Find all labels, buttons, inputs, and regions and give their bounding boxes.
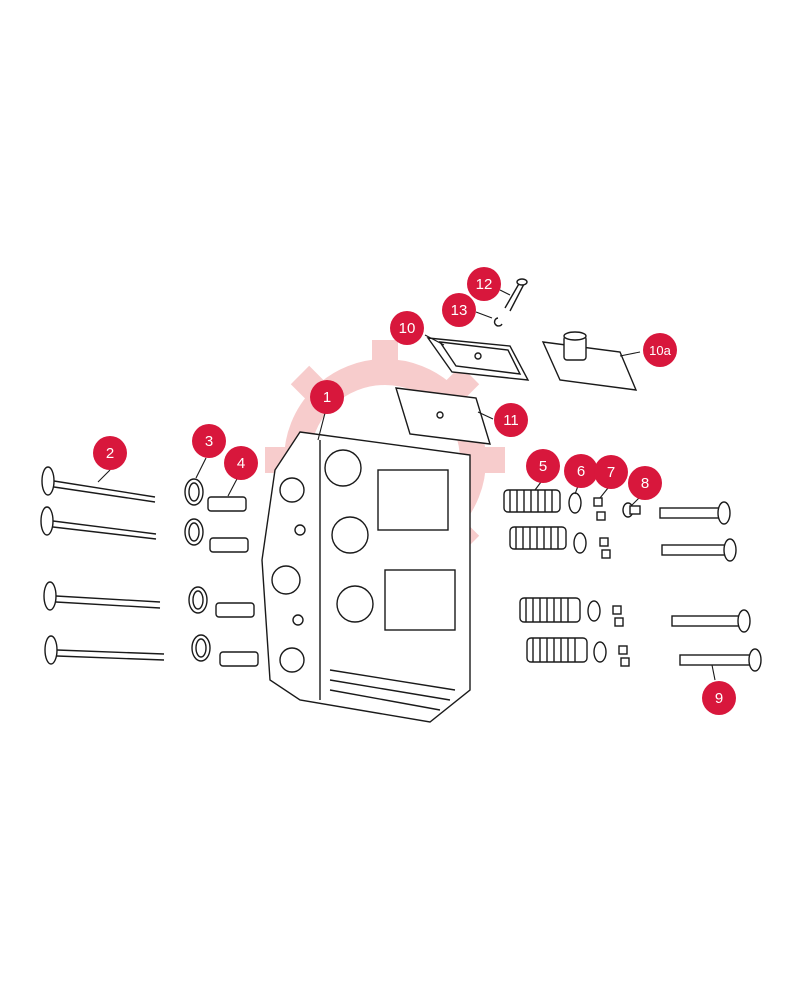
cover-plate-socket: [541, 331, 638, 391]
callout-10a[interactable]: 10a: [643, 333, 677, 367]
washer: [493, 317, 503, 327]
callout-11[interactable]: 11: [494, 403, 528, 437]
screw: [504, 278, 528, 312]
callout-12[interactable]: 12: [467, 267, 501, 301]
head-bolt-group: [659, 501, 762, 672]
collet-group: [593, 497, 630, 667]
spring-cap-group: [568, 492, 607, 663]
callout-13[interactable]: 13: [442, 293, 476, 327]
valve-group: [40, 466, 165, 665]
callout-2[interactable]: 2: [93, 436, 127, 470]
valve-guide-group: [207, 496, 259, 667]
callout-4[interactable]: 4: [224, 446, 258, 480]
stem-cap: [622, 502, 641, 518]
callout-3[interactable]: 3: [192, 424, 226, 458]
callout-10[interactable]: 10: [390, 311, 424, 345]
callout-6[interactable]: 6: [564, 454, 598, 488]
valve-seat-group: [184, 478, 211, 662]
gasket: [395, 387, 491, 445]
callout-7[interactable]: 7: [594, 455, 628, 489]
callout-5[interactable]: 5: [526, 449, 560, 483]
cover-plate: [426, 337, 530, 381]
valve-spring-group: [503, 489, 588, 663]
callout-1[interactable]: 1: [310, 380, 344, 414]
callout-8[interactable]: 8: [628, 466, 662, 500]
cylinder-head: [261, 431, 471, 723]
callout-9[interactable]: 9: [702, 681, 736, 715]
